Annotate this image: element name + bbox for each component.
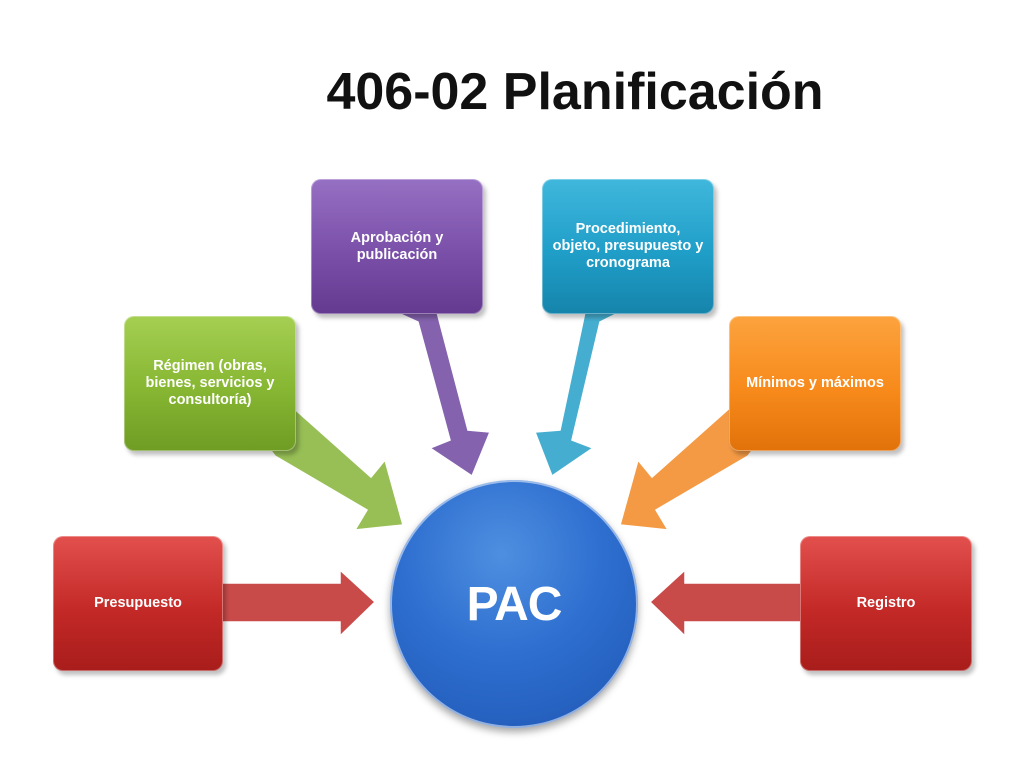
slide-title: 406-02 Planificación [326,63,824,121]
node-aprobacion-label: Aprobación y publicación [350,229,444,263]
node-regimen-label: Régimen (obras, bienes, servicios y cons… [145,358,275,408]
node-presupuesto: Presupuesto [53,536,223,671]
node-minimos-label: Mínimos y máximos [746,375,884,391]
node-procedimiento: Procedimiento, objeto, presupuesto y cro… [542,179,714,314]
node-procedimiento-label: Procedimiento, objeto, presupuesto y cro… [552,221,704,271]
node-presupuesto-label: Presupuesto [94,595,182,611]
arrow-presupuesto [217,568,377,638]
node-aprobacion: Aprobación y publicación [311,179,483,314]
node-regimen: Régimen (obras, bienes, servicios y cons… [124,316,296,451]
arrow-procedimiento [533,311,621,478]
center-node-pac: PAC [390,480,638,728]
node-minimos: Mínimos y máximos [729,316,901,451]
arrow-aprobacion [395,311,492,478]
node-registro-label: Registro [856,595,916,611]
node-registro: Registro [800,536,972,671]
center-node-label: PAC [466,577,563,631]
arrow-registro [648,568,807,638]
